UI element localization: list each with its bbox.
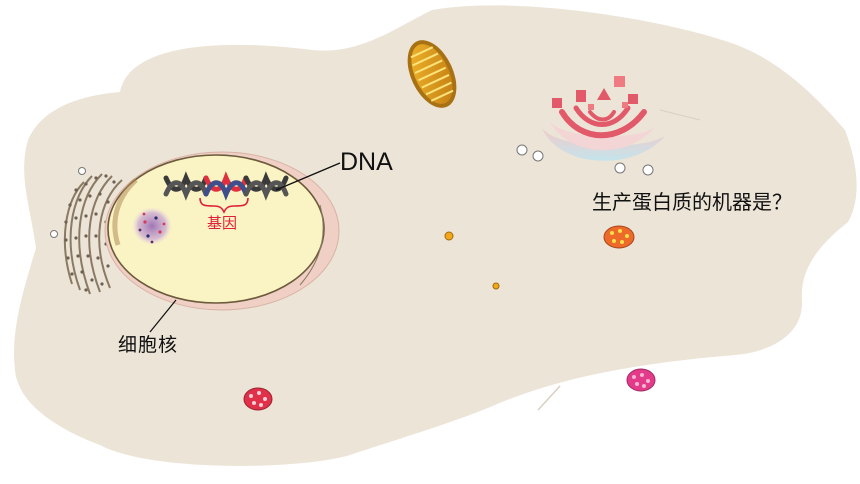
golgi-vesicles <box>516 144 654 176</box>
question-text: 生产蛋白质的机器是？ <box>592 190 792 214</box>
ribosome-dots <box>64 174 116 292</box>
cell-body <box>14 5 857 466</box>
dna-label: DNA <box>340 148 393 176</box>
lysosome <box>626 368 656 392</box>
nucleus-pointer-line <box>149 299 177 333</box>
lysosome <box>243 387 273 411</box>
nucleus-label: 细胞核 <box>118 334 179 356</box>
vesicle <box>78 167 86 175</box>
dna-helix <box>163 171 289 201</box>
dna-pointer-line <box>275 162 341 191</box>
gene-brace <box>199 197 249 214</box>
nuclear-edge-shade <box>112 178 138 246</box>
vesicle <box>50 230 58 238</box>
nucleolus <box>132 207 172 245</box>
golgi-apparatus <box>542 76 668 161</box>
nuclear-pore-edge <box>299 204 324 286</box>
free-ribosome <box>444 231 500 290</box>
nucleus <box>107 154 325 304</box>
mitochondrion <box>407 40 457 108</box>
lysosome <box>603 225 635 249</box>
gene-label: 基因 <box>207 214 238 232</box>
chromatin-dots <box>138 212 166 244</box>
